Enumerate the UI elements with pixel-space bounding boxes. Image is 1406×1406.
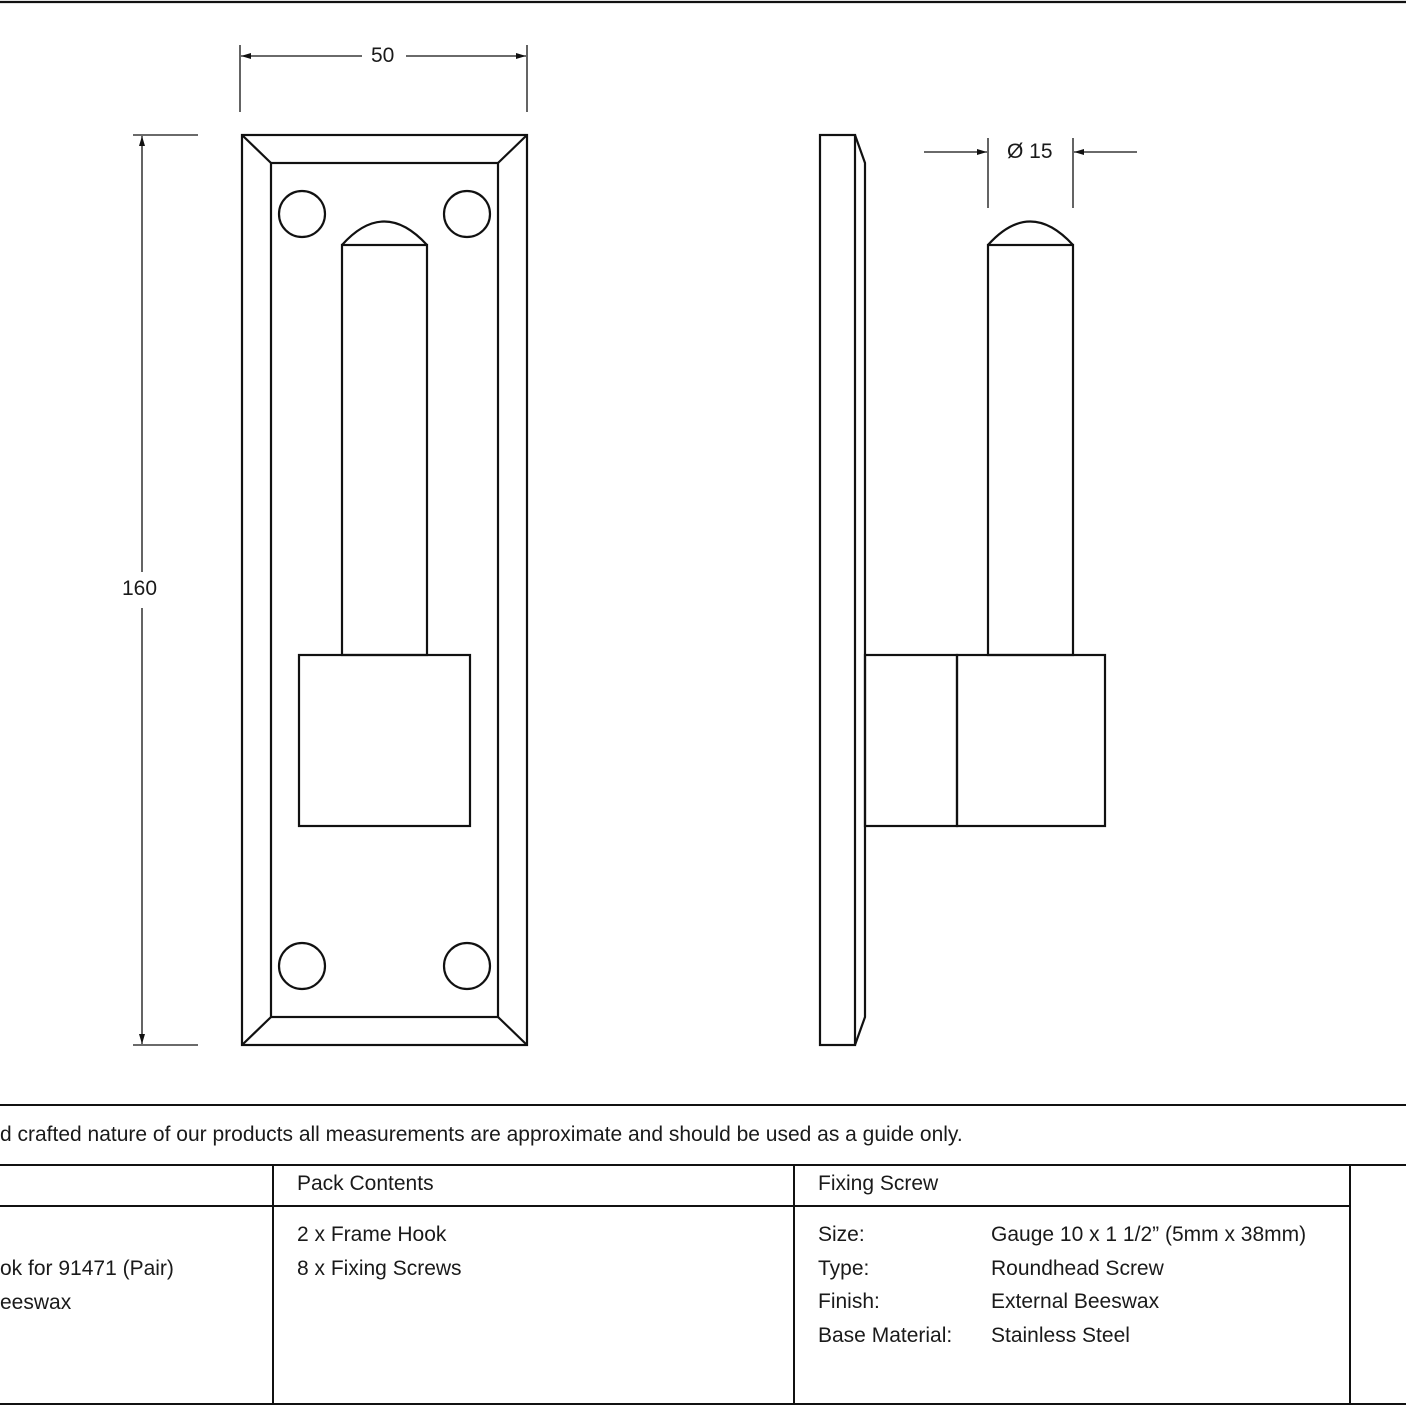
side-block-left (863, 653, 959, 828)
pack-contents-header: Pack Contents (297, 1172, 434, 1195)
side-backplate-bevel (853, 134, 867, 1046)
width-dimension-label: 50 (371, 44, 395, 67)
spec-label-size: Size: (818, 1223, 865, 1246)
spec-value-finish: External Beeswax (991, 1290, 1160, 1313)
bevel-corner-tr (497, 134, 528, 164)
spec-table-lines (0, 1104, 1406, 1405)
pack-item: 8 x Fixing Screws (297, 1257, 462, 1280)
hook-pin (340, 243, 429, 657)
side-pin-dome (987, 220, 1074, 246)
screw-hole-tl (277, 189, 327, 239)
side-block-right (955, 653, 1107, 828)
bevel-corner-bl (241, 1016, 272, 1046)
spec-label-base-material: Base Material: (818, 1324, 953, 1347)
spec-value-base-material: Stainless Steel (991, 1324, 1130, 1347)
screw-hole-br (442, 941, 492, 991)
screw-hole-tr (442, 189, 492, 239)
hook-pin-dome (341, 220, 428, 246)
bevel-corner-tl (241, 134, 272, 164)
side-view (818, 133, 1107, 1047)
backplate-inner-bevel (269, 161, 500, 1019)
front-view (240, 133, 529, 1047)
spec-value-type: Roundhead Screw (991, 1257, 1164, 1280)
diameter-dimension-label: Ø 15 (1007, 140, 1053, 163)
side-pin (986, 243, 1075, 657)
product-line-1: ok for 91471 (Pair) (0, 1257, 174, 1280)
screw-hole-bl (277, 941, 327, 991)
fixing-screw-header: Fixing Screw (818, 1172, 939, 1195)
disclaimer-note: d crafted nature of our products all mea… (0, 1123, 963, 1146)
spec-label-finish: Finish: (818, 1290, 880, 1313)
pack-item: 2 x Frame Hook (297, 1223, 447, 1246)
side-backplate (818, 133, 857, 1047)
bevel-corner-br (497, 1016, 528, 1046)
backplate-outer (240, 133, 529, 1047)
hook-block (297, 653, 472, 828)
product-line-2: eeswax (0, 1291, 72, 1314)
spec-value-size: Gauge 10 x 1 1/2” (5mm x 38mm) (991, 1223, 1307, 1246)
height-dimension-label: 160 (122, 577, 158, 600)
dimensions (133, 45, 1137, 1046)
spec-label-type: Type: (818, 1257, 870, 1280)
